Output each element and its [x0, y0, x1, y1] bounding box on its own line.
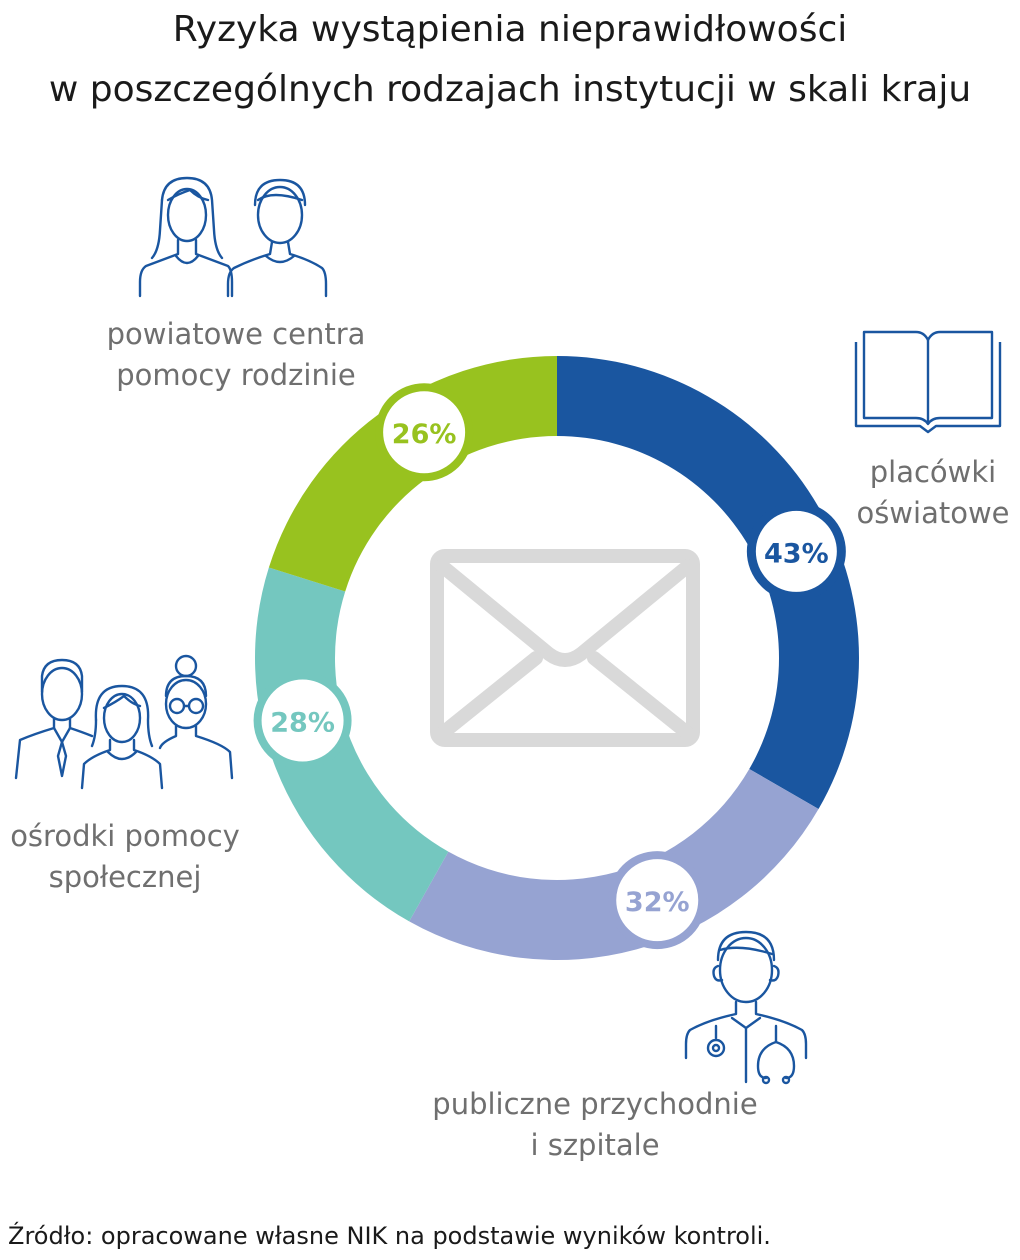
label-osrodki-line-1: ośrodki pomocy: [10, 819, 240, 853]
doctor-icon: [684, 930, 808, 1085]
family-icon: [138, 176, 328, 298]
label-placowki-oswiatowe: placówki oświatowe: [852, 452, 1014, 534]
donut-segment-przychodnie: [409, 769, 819, 960]
label-placowki-line-1: placówki: [869, 455, 997, 489]
value-badge-przychodnie: 32%: [608, 851, 707, 950]
label-osrodki-line-2: społecznej: [48, 860, 202, 894]
label-publiczne-przychodnie: publiczne przychodnie i szpitale: [412, 1084, 778, 1166]
value-label-osrodki: 28%: [270, 708, 335, 739]
chart-title: Ryzyka wystąpienia nieprawidłowości w po…: [0, 0, 1020, 120]
donut-segment-placowki: [557, 356, 859, 809]
value-badge-circle-pcpr: [375, 383, 474, 482]
people-group-icon: [14, 654, 234, 790]
value-badge-osrodki: 28%: [253, 671, 352, 770]
source-note: Źródło: opracowane własne NIK na podstaw…: [8, 1222, 771, 1250]
envelope-icon: [430, 549, 700, 747]
value-badge-pcpr: 26%: [375, 383, 474, 482]
donut-segment-osrodki: [255, 567, 449, 922]
value-label-pcpr: 26%: [392, 419, 457, 450]
book-icon: [854, 330, 1002, 434]
value-label-placowki: 43%: [764, 538, 829, 569]
label-pcpr-line-2: pomocy rodzinie: [116, 358, 356, 392]
value-badge-circle-osrodki: [253, 671, 352, 770]
label-przychodnie-line-1: publiczne przychodnie: [432, 1087, 758, 1121]
value-badge-placowki: 43%: [746, 501, 846, 601]
value-label-przychodnie: 32%: [625, 887, 690, 918]
label-placowki-line-2: oświatowe: [856, 496, 1010, 530]
label-pcpr-line-1: powiatowe centra: [106, 317, 366, 351]
value-badge-circle-przychodnie: [608, 851, 707, 950]
chart-title-line-2: w poszczególnych rodzajach instytucji w …: [48, 69, 972, 110]
chart-title-line-1: Ryzyka wystąpienia nieprawidłowości: [172, 9, 848, 50]
label-powiatowe-centra: powiatowe centra pomocy rodzinie: [96, 314, 376, 396]
label-osrodki-pomocy: ośrodki pomocy społecznej: [0, 816, 250, 898]
label-przychodnie-line-2: i szpitale: [530, 1128, 660, 1162]
value-badge-circle-placowki: [746, 501, 846, 601]
